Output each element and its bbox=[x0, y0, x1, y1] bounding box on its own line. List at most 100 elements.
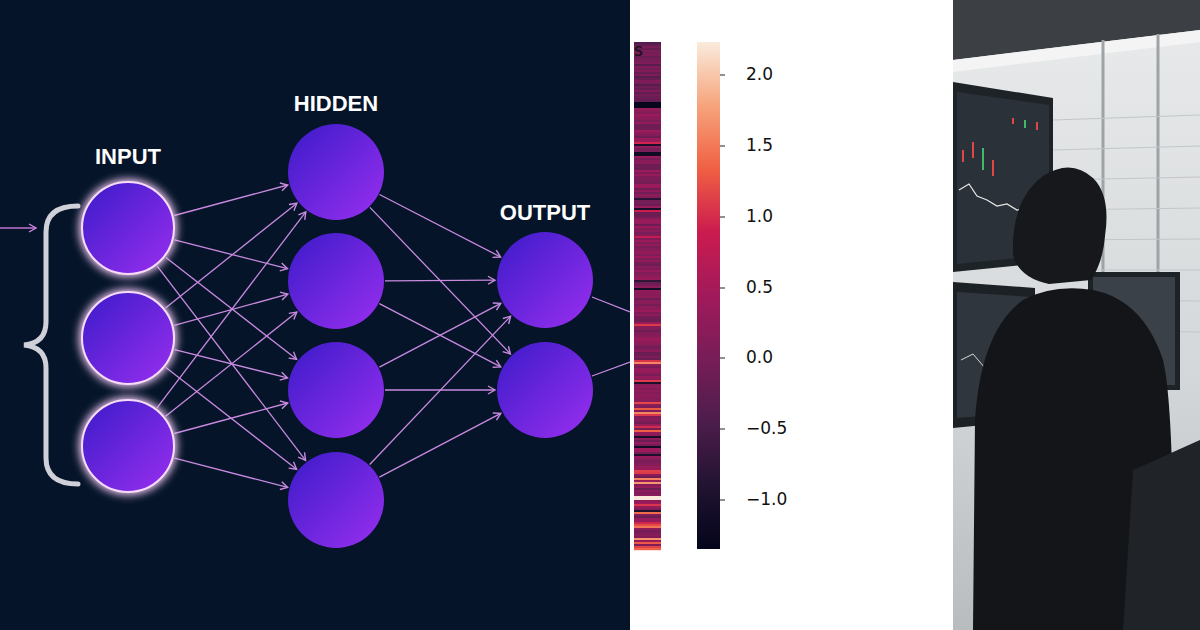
heatmap-row bbox=[634, 358, 661, 360]
hidden-circles bbox=[288, 124, 384, 548]
heatmap-row bbox=[634, 528, 661, 530]
heatmap-row bbox=[634, 378, 661, 380]
heatmap-row bbox=[634, 258, 661, 260]
connection-line bbox=[370, 207, 511, 354]
connection-line bbox=[175, 458, 288, 487]
output-line bbox=[592, 362, 630, 376]
heatmap-row bbox=[634, 304, 661, 306]
heatmap-row bbox=[634, 242, 661, 244]
heatmap-row bbox=[634, 208, 661, 210]
heatmap-row bbox=[634, 532, 661, 534]
heatmap-row bbox=[634, 450, 661, 452]
heatmap-row bbox=[634, 118, 661, 120]
connection-lines bbox=[157, 185, 511, 487]
heatmap-row bbox=[634, 332, 661, 334]
heatmap-row bbox=[634, 244, 661, 246]
layer-label-box: INPUT bbox=[95, 145, 161, 169]
heatmap-row bbox=[634, 460, 661, 462]
heatmap-row bbox=[634, 444, 661, 446]
heatmap-row bbox=[634, 390, 661, 392]
heatmap-row bbox=[634, 506, 661, 508]
heatmap-row bbox=[634, 330, 661, 332]
white-ground bbox=[630, 0, 953, 630]
heatmap-row bbox=[634, 534, 661, 536]
heatmap-row bbox=[634, 448, 661, 450]
heatmap-row bbox=[634, 396, 661, 398]
heatmap-row bbox=[634, 132, 661, 134]
heatmap-row bbox=[634, 214, 661, 216]
hidden-circle bbox=[288, 124, 384, 220]
connection-line bbox=[174, 185, 287, 216]
heatmap-row bbox=[634, 382, 661, 384]
heatmap-row bbox=[634, 218, 661, 220]
heatmap-row bbox=[634, 370, 661, 372]
heatmap-row bbox=[634, 298, 661, 300]
tick-label: −1.0 bbox=[746, 489, 787, 509]
heatmap-row bbox=[634, 458, 661, 460]
heatmap-row bbox=[634, 338, 661, 340]
heatmap-row bbox=[634, 446, 661, 448]
heatmap-row bbox=[634, 434, 661, 436]
heatmap-row bbox=[634, 200, 661, 202]
heatmap-row bbox=[634, 94, 661, 96]
heatmap-row bbox=[634, 502, 661, 504]
heatmap-row bbox=[634, 422, 661, 424]
heatmap-row bbox=[634, 500, 661, 502]
heatmap-row bbox=[634, 540, 661, 542]
heatmap-row bbox=[634, 74, 661, 76]
heatmap-row bbox=[634, 492, 661, 494]
heatmap-row bbox=[634, 356, 661, 358]
heatmap-row bbox=[634, 472, 661, 474]
layer-label-box: HIDDEN bbox=[294, 92, 378, 116]
heatmap-row bbox=[634, 336, 661, 338]
heatmap-row bbox=[634, 290, 661, 292]
heatmap-row bbox=[634, 430, 661, 432]
heatmap-row bbox=[634, 516, 661, 518]
heatmap-row bbox=[634, 412, 661, 414]
tick-label-box: −1.0 bbox=[746, 490, 787, 510]
heatmap-row bbox=[634, 394, 661, 396]
heatmap-row bbox=[634, 266, 661, 268]
heatmap-row bbox=[634, 526, 661, 528]
hidden-circle bbox=[288, 342, 384, 438]
heatmap-row bbox=[634, 178, 661, 180]
heatmap-row bbox=[634, 348, 661, 350]
output-line bbox=[592, 297, 630, 312]
heatmap-row bbox=[634, 128, 661, 130]
heatmap-row bbox=[634, 136, 661, 138]
heatmap-row bbox=[634, 268, 661, 270]
heatmap-row bbox=[634, 278, 661, 280]
connection-line bbox=[157, 266, 305, 460]
heatmap-row bbox=[634, 126, 661, 128]
connection-line bbox=[175, 240, 288, 269]
input-circle bbox=[82, 400, 174, 492]
trader-photo bbox=[953, 0, 1200, 630]
input-arrow bbox=[0, 227, 36, 229]
heatmap-row bbox=[634, 374, 661, 376]
heatmap-row bbox=[634, 158, 661, 160]
heatmap-row bbox=[634, 424, 661, 426]
person-head bbox=[1013, 167, 1107, 284]
heatmap-row bbox=[634, 428, 661, 430]
layer-label: HIDDEN bbox=[294, 91, 378, 116]
heatmap-row bbox=[634, 316, 661, 318]
heatmap-row bbox=[634, 286, 661, 288]
connection-line bbox=[166, 312, 297, 416]
heatmap-row bbox=[634, 112, 661, 114]
heatmap-row bbox=[634, 476, 661, 478]
heatmap-row bbox=[634, 272, 661, 274]
heatmap-row bbox=[634, 70, 661, 72]
heatmap-row bbox=[634, 530, 661, 532]
heatmap-row bbox=[634, 438, 661, 440]
heatmap-row bbox=[634, 548, 661, 550]
heatmap-row bbox=[634, 188, 661, 190]
heatmap-row bbox=[634, 464, 661, 466]
heatmap-row bbox=[634, 314, 661, 316]
connection-line bbox=[157, 212, 306, 408]
heatmap-row bbox=[634, 176, 661, 178]
heatmap-row bbox=[634, 544, 661, 546]
heatmap-row bbox=[634, 300, 661, 302]
heatmap-row bbox=[634, 442, 661, 444]
heatmap-row bbox=[634, 202, 661, 204]
heatmap-row bbox=[634, 180, 661, 182]
